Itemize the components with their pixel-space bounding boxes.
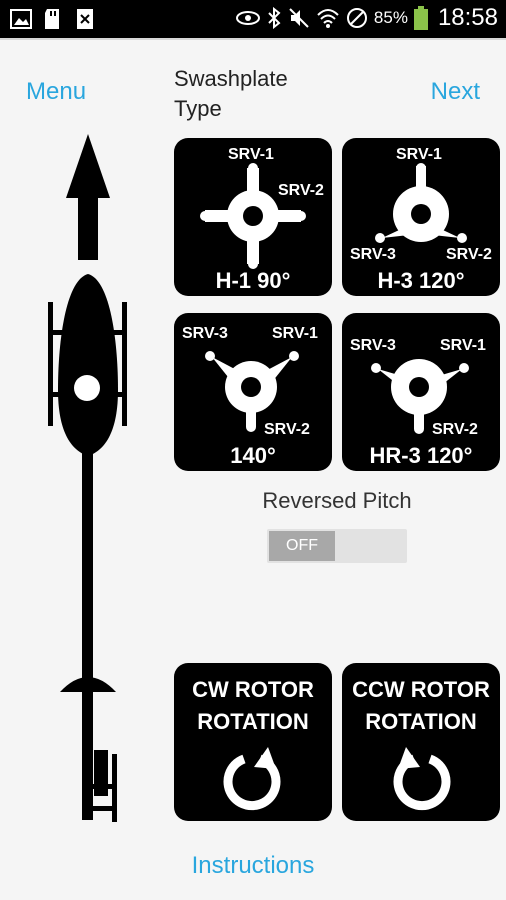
status-bar: 85% 18:58 [0,0,506,38]
battery-icon [413,6,428,30]
swashplate-name: H-1 90° [215,268,291,293]
image-icon [10,9,32,29]
toggle-state: OFF [269,531,335,561]
clockwise-arrow-icon [223,747,281,811]
eye-icon [235,11,260,25]
swashplate-hr3-120-button[interactable]: SRV-3 SRV-1 SRV-2 HR-3 120° [342,313,500,471]
swashplate-name: 140° [230,443,276,468]
no-sync-icon [346,8,367,28]
menu-link[interactable]: Menu [26,78,87,105]
servo-label: SRV-3 [350,337,396,354]
page-title: Swashplate Type [174,66,288,121]
battery-percent: 85% [373,8,408,27]
header-divider [0,38,506,40]
swashplate-4-arm-icon [200,163,306,269]
swashplate-140-icon [205,351,299,432]
servo-label: SRV-1 [396,146,442,163]
counterclockwise-arrow-icon [393,747,451,811]
swashplate-hr3-icon [371,359,469,434]
swashplate-140-button[interactable]: SRV-3 SRV-1 SRV-2 140° [174,313,332,471]
swashplate-name: HR-3 120° [369,443,473,468]
cw-line2: ROTATION [197,709,309,734]
servo-label: SRV-2 [278,182,324,199]
reversed-pitch-toggle[interactable]: OFF [267,529,407,563]
cw-line1: CW ROTOR [192,677,314,702]
reversed-pitch-label: Reversed Pitch [262,488,412,513]
servo-label: SRV-1 [440,337,486,354]
swashplate-name: H-3 120° [377,268,465,293]
swashplate-h1-90-button[interactable]: SRV-1 SRV-2 H-1 90° [174,138,332,296]
servo-label: SRV-2 [432,421,478,438]
ccw-rotation-button[interactable]: CCW ROTOR ROTATION [342,663,500,821]
ccw-line1: CCW ROTOR [352,677,490,702]
sd-card-icon [45,9,59,29]
helicopter-illustration [48,134,127,822]
wifi-icon [317,9,339,28]
system-icons: 85% 18:58 [235,4,498,32]
servo-label: SRV-3 [182,325,228,342]
cw-rotation-button[interactable]: CW ROTOR ROTATION [174,663,332,821]
servo-label: SRV-1 [228,146,274,163]
notification-icons [10,7,96,31]
servo-label: SRV-2 [264,421,310,438]
swashplate-h3-120-button[interactable]: SRV-1 SRV-3 SRV-2 H-3 120° [342,138,500,296]
ccw-line2: ROTATION [365,709,477,734]
swashplate-3-arm-icon [375,163,467,243]
servo-label: SRV-2 [446,246,492,263]
servo-label: SRV-3 [350,246,396,263]
servo-label: SRV-1 [272,325,318,342]
mute-icon [289,8,309,28]
blocked-doc-icon [77,9,93,29]
clock: 18:58 [437,4,498,31]
instructions-link[interactable]: Instructions [191,852,315,879]
next-link[interactable]: Next [430,78,480,105]
bluetooth-icon [268,7,281,29]
